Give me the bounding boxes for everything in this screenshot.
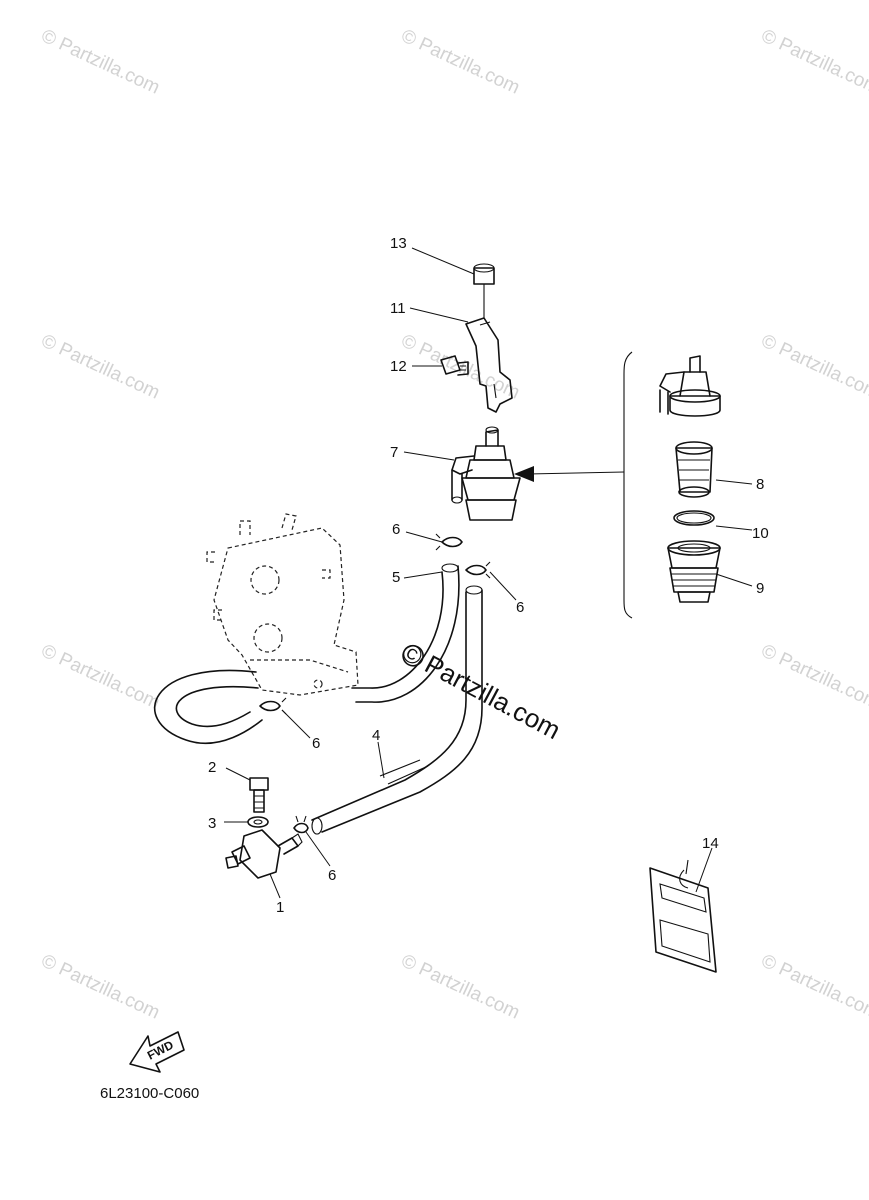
callout-4: 4 xyxy=(372,727,380,744)
callout-14: 14 xyxy=(702,835,719,852)
carburetor-outline xyxy=(206,513,359,696)
callout-11: 11 xyxy=(390,300,406,317)
watermark: © Partzilla.com xyxy=(38,950,163,1023)
callout-6: 6 xyxy=(516,599,524,616)
diagram-code: 6L23100-C060 xyxy=(100,1085,199,1102)
watermark: © Partzilla.com xyxy=(38,25,163,98)
bracket-assembly xyxy=(440,263,513,413)
callout-6: 6 xyxy=(328,867,336,884)
callout-7: 7 xyxy=(390,444,398,461)
callout-numbers: 1 2 3 4 5 6 6 6 6 7 8 9 10 11 12 13 14 xyxy=(208,235,769,916)
watermark: © Partzilla.com xyxy=(758,25,869,98)
watermark: © Partzilla.com xyxy=(758,330,869,403)
watermark: © Partzilla.com xyxy=(398,950,523,1023)
callout-5: 5 xyxy=(392,569,400,586)
watermark: © Partzilla.com xyxy=(758,640,869,713)
explode-arrow xyxy=(514,466,625,482)
callout-12: 12 xyxy=(390,358,407,375)
watermark: © Partzilla.com xyxy=(398,25,523,98)
callout-2: 2 xyxy=(208,759,216,776)
watermark: © Partzilla.com xyxy=(38,640,163,713)
center-watermark: © Partzilla.com xyxy=(397,636,566,745)
callout-13: 13 xyxy=(390,235,407,252)
center-watermark-text: © Partzilla.com xyxy=(397,636,566,745)
callout-6: 6 xyxy=(392,521,400,538)
callout-1: 1 xyxy=(276,899,284,916)
hose-5 xyxy=(153,563,460,745)
fuel-filter-assembly-7 xyxy=(451,426,521,521)
watermark: © Partzilla.com xyxy=(398,330,523,403)
warning-label-14 xyxy=(649,859,717,973)
hose-4 xyxy=(311,585,483,835)
leader-lines xyxy=(224,247,753,899)
fwd-arrow: FWD xyxy=(129,1031,185,1073)
watermark-layer: © Partzilla.com © Partzilla.com © Partzi… xyxy=(38,25,869,1023)
callout-3: 3 xyxy=(208,815,216,832)
callout-8: 8 xyxy=(756,476,764,493)
callout-9: 9 xyxy=(756,580,764,597)
fuel-connector-assembly xyxy=(225,777,303,879)
filter-components xyxy=(623,351,721,619)
watermark: © Partzilla.com xyxy=(38,330,163,403)
callout-6: 6 xyxy=(312,735,320,752)
callout-10: 10 xyxy=(752,525,769,542)
watermark: © Partzilla.com xyxy=(758,950,869,1023)
